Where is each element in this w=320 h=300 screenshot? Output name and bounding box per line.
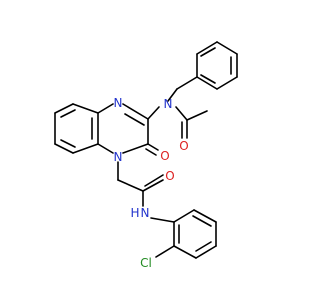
bond (193, 209, 217, 223)
oxygen-amide-label: O (165, 169, 174, 183)
nitrogen-anilide-label: N (141, 206, 150, 220)
bond (54, 103, 74, 114)
bond (167, 88, 178, 102)
bond (117, 179, 144, 192)
bond (176, 76, 198, 90)
bond (147, 143, 159, 151)
bond (216, 76, 238, 90)
bond (216, 41, 238, 55)
bond (200, 47, 216, 57)
bond (72, 103, 99, 114)
bond-layer (54, 41, 238, 259)
bond (60, 109, 76, 118)
bond (124, 113, 145, 126)
bond (155, 245, 175, 258)
bond (72, 143, 99, 154)
bond (186, 110, 208, 121)
bond (142, 179, 164, 192)
atom-label-layer: N N O O N O N H Cl (114, 96, 189, 270)
bond (122, 103, 149, 120)
bond (195, 241, 212, 252)
nitrogen-ring-bottom-label: N (114, 150, 123, 164)
bond (122, 143, 149, 154)
bond (195, 245, 217, 259)
bond (150, 217, 175, 223)
bond (196, 41, 218, 55)
bond (196, 76, 218, 90)
chlorine-label: Cl (140, 256, 152, 270)
molecule-structure: N N O O N O N H Cl (54, 41, 238, 270)
bond (145, 148, 157, 156)
bond (173, 245, 197, 259)
bond (200, 74, 216, 84)
bond (60, 139, 76, 148)
bond (175, 106, 188, 121)
bond (173, 209, 195, 223)
bond (192, 215, 212, 227)
oxygen-ring-carbonyl-label: O (160, 149, 169, 163)
nitrogen-amide-label: N (164, 97, 173, 111)
bond (144, 174, 164, 187)
bond (54, 143, 74, 154)
bond (97, 143, 114, 154)
oxygen-acetyl-label: O (179, 139, 188, 153)
bond (147, 106, 160, 120)
hydrogen-anilide-label: H (130, 206, 139, 220)
bond (97, 103, 114, 114)
nitrogen-ring-top-label: N (114, 96, 123, 110)
molecule-canvas: N N O O N O N H Cl (54, 41, 238, 270)
